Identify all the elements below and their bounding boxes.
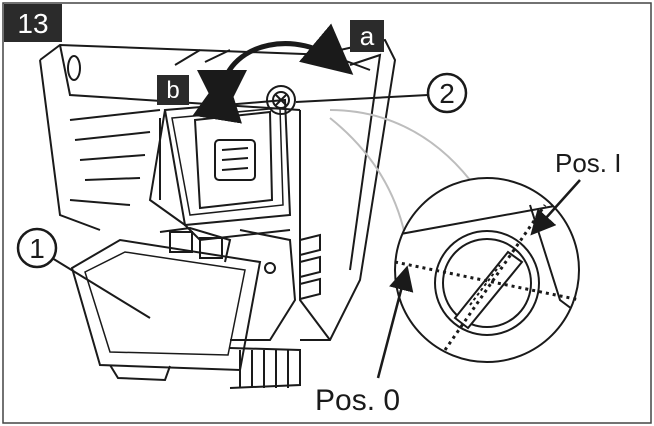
pos-I-label: Pos. I — [555, 148, 621, 178]
battery-lid — [70, 226, 262, 382]
callout-1-leader — [51, 257, 151, 319]
badge-b — [157, 75, 189, 105]
label-b: b — [166, 77, 179, 104]
pos-I-dotted-line — [443, 204, 547, 351]
callout-1-circle — [16, 227, 58, 269]
step-badge — [4, 4, 62, 42]
callout-2-circle — [426, 72, 468, 114]
roller — [229, 347, 301, 389]
pos-I-arrow — [530, 179, 581, 236]
zoom-connector — [329, 109, 471, 236]
callout-2-leader — [295, 94, 429, 103]
step-number: 13 — [17, 8, 48, 39]
callout-1-number: 1 — [29, 233, 45, 264]
callout-2-number: 2 — [439, 78, 455, 109]
pos-0-arrow — [376, 265, 414, 379]
pos-0-label: Pos. 0 — [315, 384, 400, 417]
label-a: a — [360, 21, 375, 51]
badge-a — [350, 20, 384, 52]
